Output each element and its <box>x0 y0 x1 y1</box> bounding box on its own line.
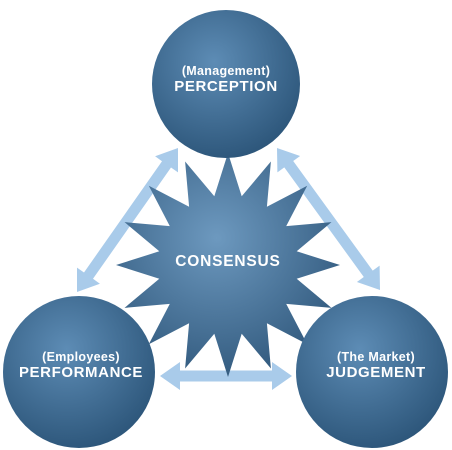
consensus-starburst <box>116 153 340 377</box>
judgement-main-label: JUDGEMENT <box>326 364 426 382</box>
arrow-performance-judgement <box>160 362 292 390</box>
consensus-label: CONSENSUS <box>175 253 281 270</box>
perception-circle <box>152 10 300 158</box>
performance-label: (Employees) PERFORMANCE <box>1 350 161 382</box>
perception-main-label: PERCEPTION <box>174 78 278 96</box>
judgement-label: (The Market) JUDGEMENT <box>296 350 452 382</box>
performance-circle <box>3 296 155 448</box>
judgement-circle <box>296 296 448 448</box>
performance-main-label: PERFORMANCE <box>18 364 144 382</box>
performance-sub-label: (Employees) <box>42 350 120 364</box>
perception-label: (Management) PERCEPTION <box>146 64 306 96</box>
arrow-perception-performance <box>77 148 178 292</box>
arrow-perception-judgement <box>277 148 380 290</box>
perception-sub-label: (Management) <box>181 64 271 78</box>
judgement-sub-label: (The Market) <box>337 350 415 364</box>
